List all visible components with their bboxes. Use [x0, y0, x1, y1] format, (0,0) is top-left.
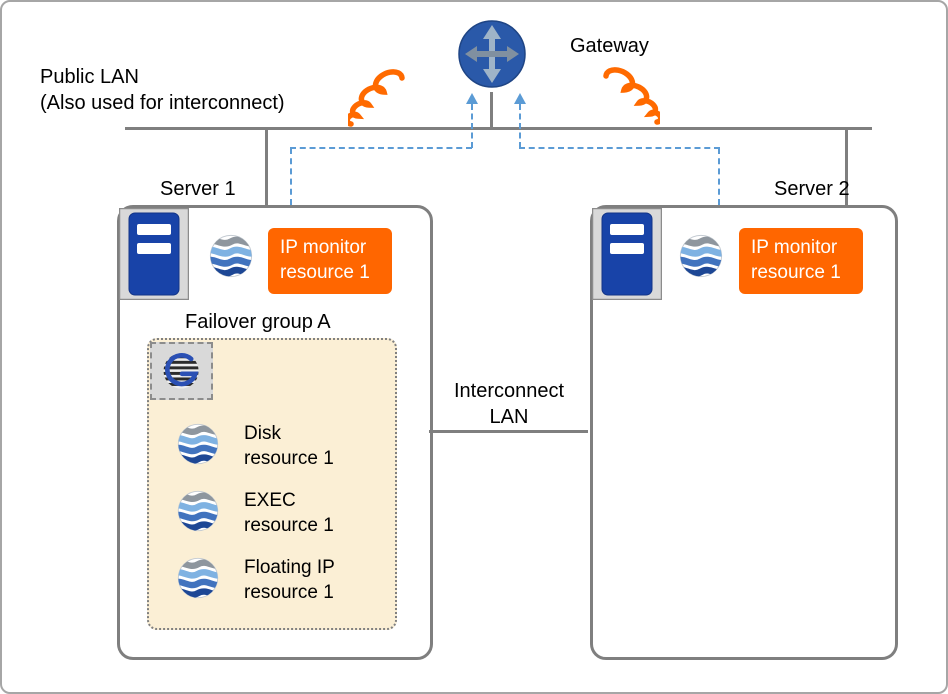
ip-monitor-path-server2-horizontal: [519, 147, 720, 149]
public-lan-line: [125, 127, 872, 130]
server2-lan-drop-line: [845, 130, 848, 206]
ip-monitor-path-server1-vertical: [290, 148, 292, 205]
ip-monitor-path-server2-arrow-line: [519, 104, 521, 148]
resource-sphere-icon-disk: [176, 422, 220, 466]
ip-monitor-path-server1-arrow-line: [471, 104, 473, 148]
cluster-group-logo-icon: [156, 347, 208, 395]
resource-label-disk: Disk resource 1: [244, 423, 334, 469]
interconnect-lan-line: [429, 430, 588, 433]
resource-sphere-icon-ipmonitor-2: [678, 233, 724, 279]
resource-label-exec: EXEC resource 1: [244, 490, 334, 536]
failure-spiral-icon-right: [596, 66, 660, 138]
server1-lan-drop-line: [265, 130, 268, 206]
gateway-router-icon: [456, 14, 528, 94]
ip-monitor-path-server1-arrowhead-icon: [466, 93, 478, 104]
failover-group-title: Failover group A: [185, 311, 331, 333]
failure-spiral-icon-left: [348, 68, 412, 140]
resource-sphere-icon-exec: [176, 489, 220, 533]
gateway-stem-line: [490, 92, 493, 128]
interconnect-lan-label: Interconnect LAN: [453, 380, 565, 428]
ip-monitor-resource-badge-server1: IP monitor resource 1: [268, 228, 392, 294]
ip-monitor-path-server2-vertical: [718, 148, 720, 205]
resource-label-floating-ip: Floating IP resource 1: [244, 557, 335, 603]
ip-monitor-path-server1-horizontal: [290, 147, 472, 149]
ip-monitor-path-server2-arrowhead-icon: [514, 93, 526, 104]
server1-label: Server 1: [160, 178, 236, 200]
gateway-label: Gateway: [570, 35, 649, 57]
resource-sphere-icon-ipmonitor-1: [208, 233, 254, 279]
server-tower-icon-1: [119, 208, 189, 300]
cluster-group-logo-box: [150, 342, 213, 400]
resource-sphere-icon-floating-ip: [176, 556, 220, 600]
server-tower-icon-2: [592, 208, 662, 300]
server2-label: Server 2: [774, 178, 850, 200]
ip-monitor-resource-badge-server2: IP monitor resource 1: [739, 228, 863, 294]
public-lan-label: Public LAN (Also used for interconnect): [40, 66, 285, 114]
